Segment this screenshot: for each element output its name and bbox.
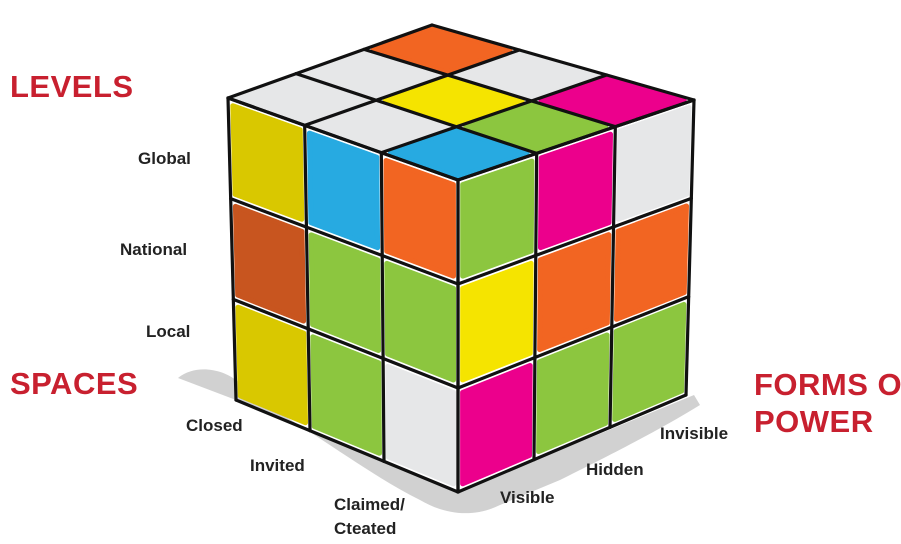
left-face-grid-line [381,153,384,462]
level-global-label: Global [138,149,191,169]
left-face-tile-orange [386,161,454,277]
forms-of-power-heading-line2: POWER [754,405,874,439]
forms-of-power-heading-line1: FORMS OF [754,368,901,402]
power-visible-label: Visible [500,488,555,508]
right-face-grid-line [534,153,537,459]
level-local-label: Local [146,322,190,342]
space-closed-label: Closed [186,416,243,436]
space-invited-label: Invited [250,456,305,476]
spaces-heading: SPACES [10,367,138,401]
level-national-label: National [120,240,187,260]
right-face-tile-green [463,161,532,276]
power-hidden-label: Hidden [586,460,644,480]
power-invisible-label: Invisible [660,424,728,444]
space-claimed-label-line2: Cteated [334,519,396,539]
levels-heading: LEVELS [10,70,134,104]
space-claimed-label-line1: Claimed/ [334,495,405,515]
